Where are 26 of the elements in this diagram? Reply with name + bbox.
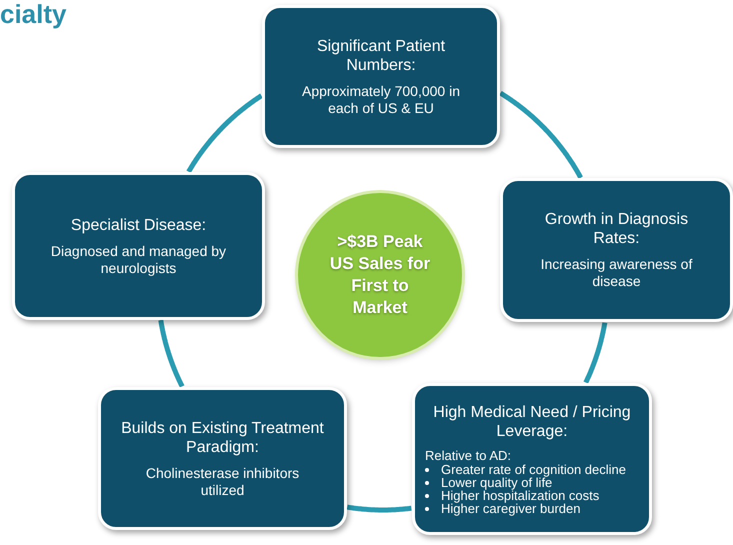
info-card xyxy=(262,5,500,148)
info-card xyxy=(412,383,652,535)
ring-arc xyxy=(158,318,184,388)
card-heading: Significant Patient Numbers: xyxy=(316,36,446,74)
info-card xyxy=(500,178,733,322)
card-heading: Specialist Disease: xyxy=(70,216,208,234)
card-heading: High Medical Need / Pricing Leverage: xyxy=(432,403,632,441)
info-card xyxy=(98,387,347,530)
card-subheading: Relative to AD: xyxy=(425,449,512,463)
ring-arc xyxy=(346,504,413,512)
bullet-item: Lower quality of life xyxy=(441,476,552,489)
card-body: Diagnosed and managed by neurologists xyxy=(50,242,228,276)
bullet-item: Higher hospitalization costs xyxy=(441,489,600,502)
card-body: Increasing awareness of disease xyxy=(540,256,694,290)
card-heading: Growth in Diagnosis Rates: xyxy=(544,210,690,248)
card-heading: Builds on Existing Treatment Paradigm: xyxy=(121,418,324,456)
card-body: Approximately 700,000 in each of US & EU xyxy=(301,82,461,116)
card-body: Cholinesterase inhibitors utilized xyxy=(144,464,300,498)
info-card xyxy=(12,172,265,320)
ring-arc xyxy=(584,320,608,384)
page-title: cialty xyxy=(0,0,66,28)
bullet-item: Greater rate of cognition decline xyxy=(441,463,626,476)
ring-arc xyxy=(186,94,263,174)
circle-text: >$3B Peak US Sales for First to Market xyxy=(328,231,432,319)
bullet-item: Higher caregiver burden xyxy=(441,502,580,515)
ring-arc xyxy=(498,90,583,180)
